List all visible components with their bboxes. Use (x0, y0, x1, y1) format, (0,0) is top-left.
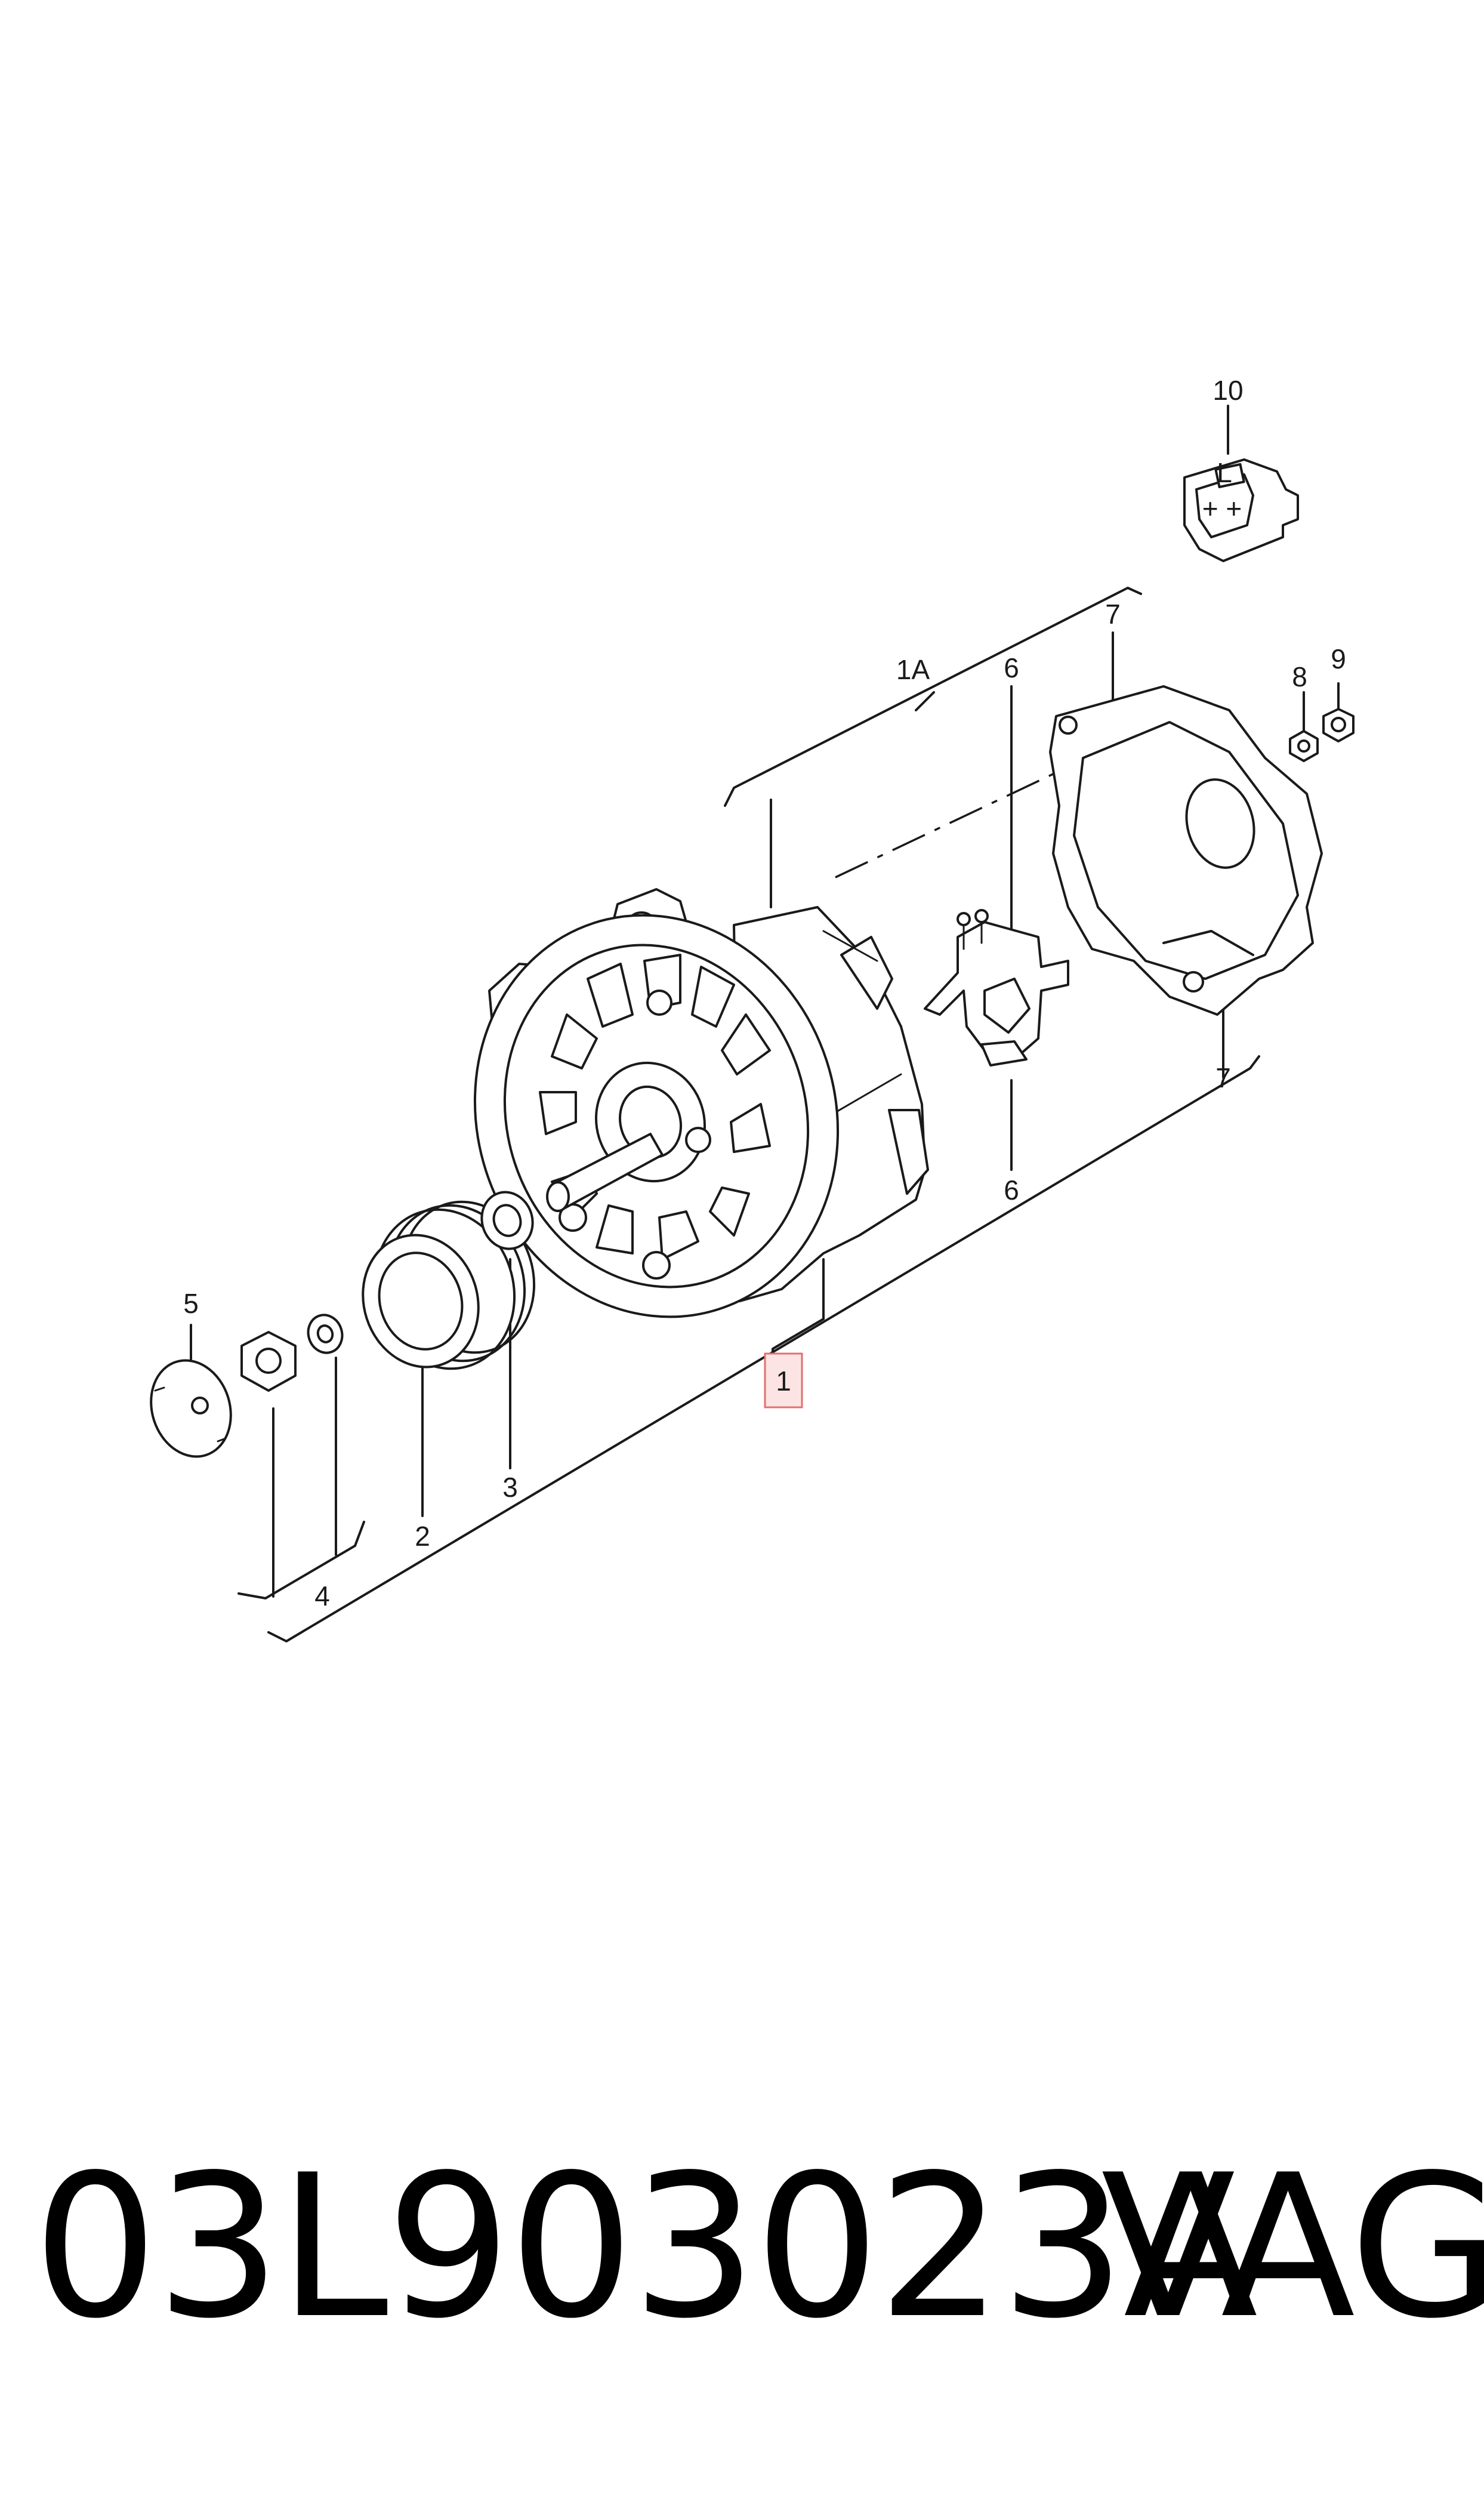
callout-2: 2 (415, 1521, 430, 1552)
callout-7-bottom: 7 (1215, 1062, 1231, 1093)
lock-washer (307, 1314, 344, 1354)
brand-caption: VAG (1101, 2132, 1484, 2362)
callout-5: 5 (183, 1288, 199, 1319)
connector-glyph: L (1217, 457, 1232, 488)
voltage-regulator (924, 909, 1069, 1067)
callout-1: 1 (776, 1366, 791, 1397)
rear-cover (1049, 685, 1323, 1016)
protective-cap (150, 1359, 232, 1458)
nut-8 (1289, 730, 1319, 762)
callout-1-highlight (764, 1352, 803, 1408)
connector-plug: L + + (1183, 457, 1299, 562)
callout-6-bottom: 6 (1004, 1175, 1019, 1206)
pulley (362, 1200, 536, 1370)
hex-nut (240, 1331, 297, 1392)
callout-7-top: 7 (1105, 599, 1121, 630)
callout-labels: 1 1A 2 3 4 5 6 6 7 7 8 9 10 (183, 375, 1346, 1611)
part-number-caption: 03L903023A (33, 2132, 1258, 2362)
nut-9 (1322, 708, 1355, 742)
spacer-washer (480, 1191, 534, 1250)
cooling-slots (539, 954, 771, 1260)
connector-pins: + + (1202, 493, 1242, 524)
callout-8: 8 (1292, 661, 1307, 692)
callout-1a: 1A (896, 654, 930, 685)
callout-4: 4 (314, 1580, 330, 1611)
alternator-housing (473, 888, 929, 1318)
callout-9: 9 (1331, 643, 1346, 674)
callout-3: 3 (502, 1472, 518, 1503)
callout-10: 10 (1213, 375, 1243, 406)
callout-6-top: 6 (1004, 652, 1019, 683)
